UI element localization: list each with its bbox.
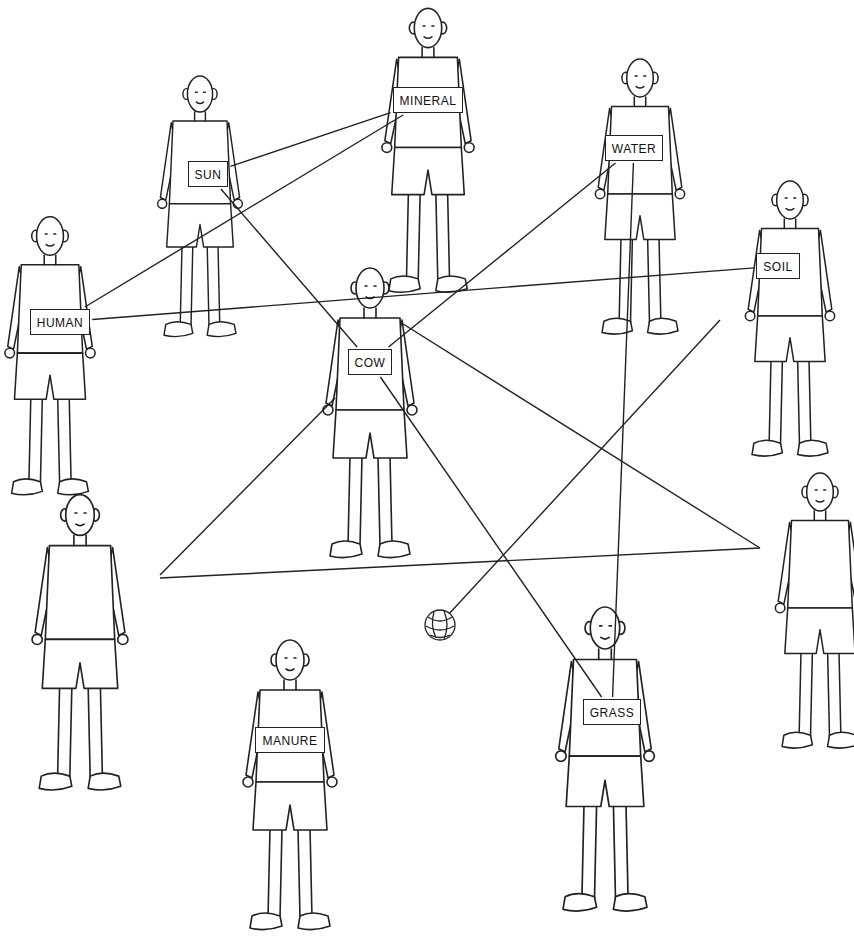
cow-person bbox=[323, 268, 417, 558]
name-sign: GRASS bbox=[583, 699, 642, 725]
name-sign: MINERAL bbox=[393, 87, 464, 113]
string-connector bbox=[85, 115, 403, 307]
mineral-person bbox=[382, 8, 474, 292]
sign-label: SOIL bbox=[763, 260, 792, 274]
sign-label: MINERAL bbox=[400, 94, 457, 108]
string bbox=[448, 320, 720, 615]
sign-label: WATER bbox=[612, 142, 657, 156]
string-connector bbox=[92, 268, 754, 320]
name-sign: SUN bbox=[188, 161, 229, 187]
string-connector bbox=[388, 163, 615, 347]
manure-person bbox=[243, 640, 337, 930]
sign-label: COW bbox=[355, 356, 386, 370]
name-sign: HUMAN bbox=[30, 309, 91, 335]
string-connector bbox=[230, 113, 390, 167]
string-connector bbox=[221, 189, 357, 347]
name-sign: WATER bbox=[605, 135, 664, 161]
unlabelled-person bbox=[775, 473, 854, 748]
sign-label: MANURE bbox=[262, 734, 317, 748]
human-person bbox=[5, 217, 95, 495]
unlabelled-person bbox=[32, 495, 128, 790]
name-sign: COW bbox=[348, 349, 393, 375]
yarn-ball bbox=[425, 610, 455, 640]
sun-person bbox=[158, 76, 243, 337]
string bbox=[160, 548, 760, 578]
sign-label: HUMAN bbox=[37, 316, 84, 330]
sign-label: GRASS bbox=[590, 706, 635, 720]
string-connector bbox=[613, 163, 634, 697]
sign-label: SUN bbox=[195, 168, 222, 182]
name-sign: SOIL bbox=[756, 253, 799, 279]
string-connector bbox=[380, 377, 601, 697]
name-sign: MANURE bbox=[255, 727, 324, 753]
string bbox=[400, 322, 760, 548]
water-person bbox=[595, 59, 684, 334]
string bbox=[160, 398, 335, 575]
soil-person bbox=[745, 181, 834, 456]
